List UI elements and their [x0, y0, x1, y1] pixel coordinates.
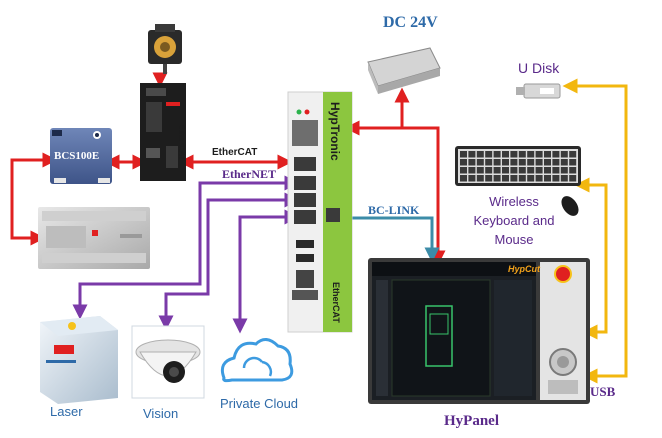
keyboard-key: [535, 175, 543, 182]
keyboard-key: [485, 159, 493, 166]
keyboard-key: [569, 159, 577, 166]
keyboard-key: [476, 167, 484, 174]
keyboard-key: [460, 167, 467, 174]
keyboard-key: [502, 159, 509, 166]
hypanel-label: HyPanel: [444, 413, 499, 429]
keyboard-key: [493, 175, 501, 182]
hypcut-logo-label: HypCut: [508, 264, 540, 274]
keyboard-key: [460, 175, 467, 182]
keyboard-key: [560, 175, 568, 182]
ethercat-line-label: EtherCAT: [212, 147, 258, 158]
keyboard-key: [552, 175, 560, 182]
ethercat-servo-label: EtherCAT: [177, 124, 186, 161]
ethernet-label: EtherNET: [222, 167, 276, 181]
keyboard-key: [518, 175, 526, 182]
usb-links: [562, 78, 628, 384]
bclink-link: [327, 210, 440, 263]
keyboard-key: [560, 167, 568, 174]
vision-label: Vision: [143, 406, 179, 421]
wireless-label: Wireless Keyboard and Mouse: [473, 194, 555, 247]
controller-ethercat-label: EtherCAT: [331, 282, 341, 323]
keyboard-key: [552, 159, 560, 166]
keyboard-key: [535, 159, 543, 166]
private-cloud-label: Private Cloud: [220, 396, 299, 411]
udisk-label: U Disk: [518, 60, 560, 76]
keyboard-key: [476, 175, 484, 182]
keyboard-key: [502, 175, 509, 182]
keyboard-key: [502, 151, 509, 158]
keyboard-keys: [460, 151, 577, 182]
hypanel-icon: [368, 258, 590, 404]
keyboard-key: [493, 151, 501, 158]
power-supply-icon: [367, 47, 441, 94]
servo-motor-icon: [148, 24, 182, 74]
keyboard-key: [468, 175, 476, 182]
keyboard-key: [485, 175, 493, 182]
bclink-label: BC-LINK: [368, 203, 420, 217]
keyboard-key: [535, 151, 543, 158]
keyboard-key: [493, 167, 501, 174]
keyboard-key: [468, 151, 476, 158]
keyboard-key: [476, 159, 484, 166]
keyboard-key: [544, 167, 551, 174]
keyboard-key: [527, 151, 535, 158]
keyboard-key: [518, 151, 526, 158]
dc24v-label: DC 24V: [383, 14, 438, 31]
keyboard-key: [527, 159, 535, 166]
keyboard-key: [510, 167, 518, 174]
keyboard-key: [510, 159, 518, 166]
bcs100e-box-icon: [50, 128, 112, 184]
keyboard-key: [510, 175, 518, 182]
usb-stick-icon: [516, 83, 561, 99]
keyboard-key: [527, 167, 535, 174]
servo-drive-icon: [140, 83, 186, 181]
camera-icon: [131, 325, 205, 399]
keyboard-key: [476, 151, 484, 158]
keyboard-key: [544, 151, 551, 158]
keyboard-key: [468, 159, 476, 166]
keyboard-key: [552, 167, 560, 174]
keyboard-key: [552, 151, 560, 158]
keyboard-key: [544, 159, 551, 166]
keyboard-key: [518, 159, 526, 166]
keyboard-key: [535, 167, 543, 174]
cloud-icon: [220, 338, 294, 383]
mouse-icon: [561, 196, 579, 216]
bcs100e-label: BCS100E: [54, 150, 100, 162]
keyboard-key: [502, 167, 509, 174]
keyboard-key: [460, 159, 467, 166]
keyboard-key: [510, 151, 518, 158]
laser-label: Laser: [50, 404, 83, 419]
keyboard-key: [527, 175, 535, 182]
plc-unit-icon: [38, 207, 150, 269]
power-links: [10, 72, 446, 266]
usb-label: USB: [590, 384, 616, 399]
keyboard-key: [569, 167, 577, 174]
laser-source-icon: [40, 316, 118, 404]
keyboard-key: [485, 151, 493, 158]
ethernet-links: [72, 175, 300, 334]
keyboard-key: [569, 151, 577, 158]
keyboard-key: [493, 159, 501, 166]
keyboard-key: [485, 167, 493, 174]
keyboard-key: [560, 151, 568, 158]
keyboard-key: [468, 167, 476, 174]
keyboard-key: [518, 167, 526, 174]
keyboard-key: [460, 151, 467, 158]
controller-brand-label: HypTronic: [328, 102, 342, 161]
controller-icon: [287, 91, 353, 333]
keyboard-key: [544, 175, 551, 182]
keyboard-key: [560, 159, 568, 166]
keyboard-key: [569, 175, 577, 182]
